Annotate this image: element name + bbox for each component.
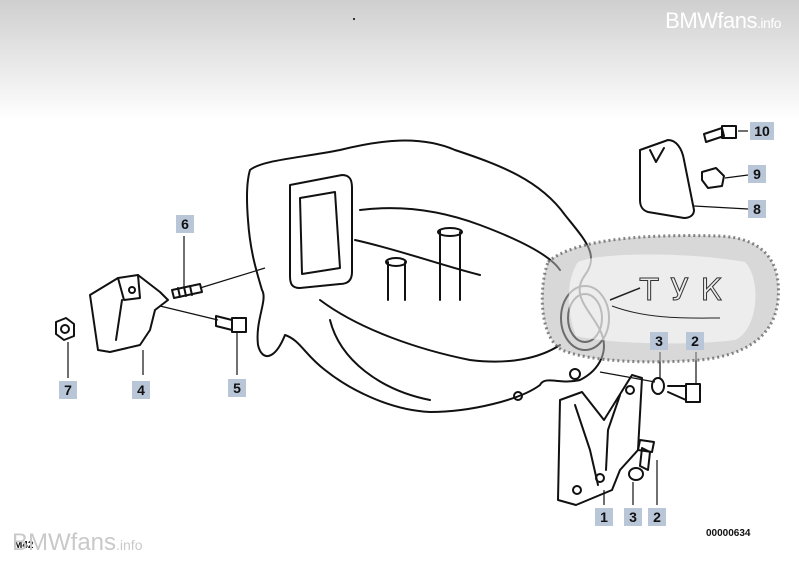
handwriting-text: ТУК bbox=[639, 273, 734, 308]
watermark-bottom-suffix: .info bbox=[116, 537, 143, 553]
part-label-3b: 3 bbox=[624, 508, 642, 526]
diagram-reference-number: 00000634 bbox=[706, 528, 751, 539]
washer-3a bbox=[651, 377, 665, 395]
part-label-7: 7 bbox=[59, 381, 77, 399]
part-label-9: 9 bbox=[748, 165, 766, 183]
part-label-6: 6 bbox=[176, 215, 194, 233]
watermark-top: BMWfans.info bbox=[665, 8, 781, 34]
part-label-1: 1 bbox=[595, 508, 613, 526]
cover-8 bbox=[639, 139, 695, 219]
part-label-4: 4 bbox=[132, 381, 150, 399]
stud-6 bbox=[171, 283, 203, 299]
watermark-top-suffix: .info bbox=[757, 15, 781, 31]
part-label-10: 10 bbox=[750, 122, 774, 140]
washer-3b bbox=[628, 467, 644, 481]
watermark-bottom: BMWfans.info bbox=[12, 529, 142, 557]
model-code: M42 bbox=[14, 540, 34, 551]
speck bbox=[353, 18, 355, 20]
part-label-5: 5 bbox=[228, 379, 246, 397]
nut-9 bbox=[701, 167, 725, 189]
watermark-bottom-brand: BMWfans bbox=[12, 529, 117, 556]
nut-7 bbox=[55, 317, 75, 341]
bolt-2a bbox=[667, 385, 687, 401]
watermark-top-brand: BMWfans bbox=[665, 8, 758, 33]
part-label-8: 8 bbox=[748, 200, 766, 218]
bolt-10 bbox=[703, 127, 725, 143]
inlet-flange bbox=[289, 174, 353, 289]
part-label-3a: 3 bbox=[650, 332, 668, 350]
manifold-body bbox=[245, 139, 605, 413]
scribble-annotation bbox=[540, 234, 780, 364]
bolt-5 bbox=[215, 315, 233, 331]
bracket-4 bbox=[89, 274, 169, 353]
part-label-2b: 2 bbox=[648, 508, 666, 526]
part-label-2a: 2 bbox=[686, 332, 704, 350]
